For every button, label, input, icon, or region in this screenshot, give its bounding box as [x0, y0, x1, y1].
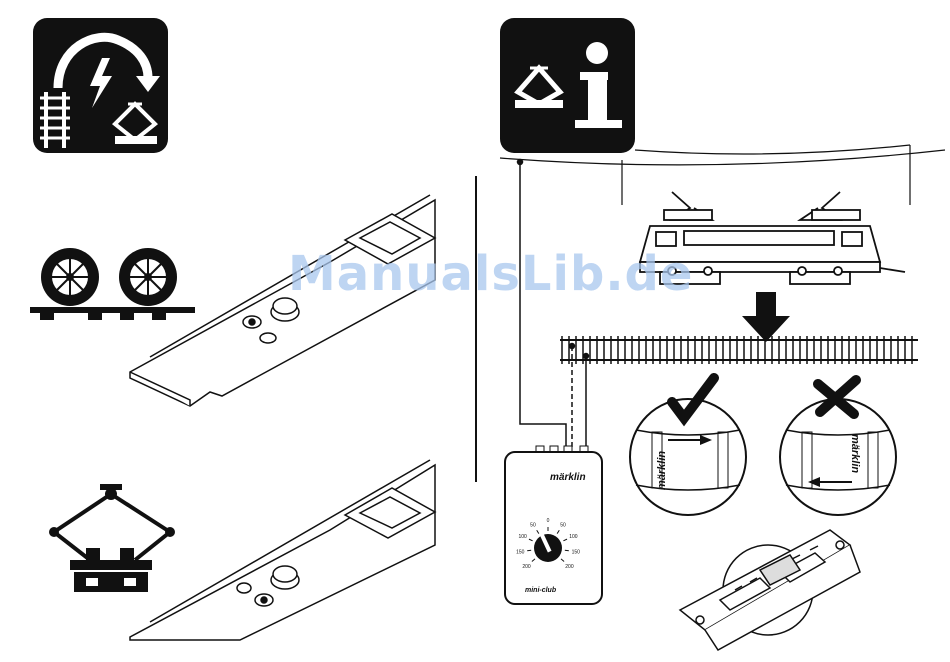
feeder-wires: [518, 160, 589, 449]
pantograph-icon: [49, 484, 175, 592]
chassis-plate-top: [130, 195, 435, 406]
dial-label: 0: [547, 518, 550, 524]
dial-tick: [527, 550, 531, 551]
bogie-detail: [680, 530, 860, 650]
dial-label: 100: [569, 534, 578, 540]
dial-label: 50: [530, 522, 536, 528]
controller-model: mini-club: [525, 587, 557, 594]
chassis-plate-bottom: [130, 460, 435, 640]
track-section: [560, 336, 918, 364]
controller-brand: märklin: [550, 472, 586, 483]
down-arrow-icon: [742, 292, 790, 342]
catenary-wire: [500, 145, 945, 205]
wheels-on-track-icon: [30, 248, 195, 320]
chassis-brand-marking-reversed: märklin: [849, 434, 861, 473]
wrong-orientation-detail: märklin: [780, 380, 896, 515]
dial-label: 200: [522, 564, 531, 570]
dial-label: 100: [518, 534, 527, 540]
dial-label: 200: [565, 564, 574, 570]
dial-label: 150: [572, 550, 581, 556]
dial-label: 50: [560, 522, 566, 528]
power-switch-icon: [33, 18, 168, 153]
chassis-brand-marking: märklin: [656, 451, 668, 490]
dial-label: 150: [516, 550, 525, 556]
correct-orientation-detail: märklin: [630, 378, 746, 515]
locomotive: [640, 192, 905, 284]
pantograph-info-icon: [500, 18, 635, 153]
dial-tick: [565, 550, 569, 551]
